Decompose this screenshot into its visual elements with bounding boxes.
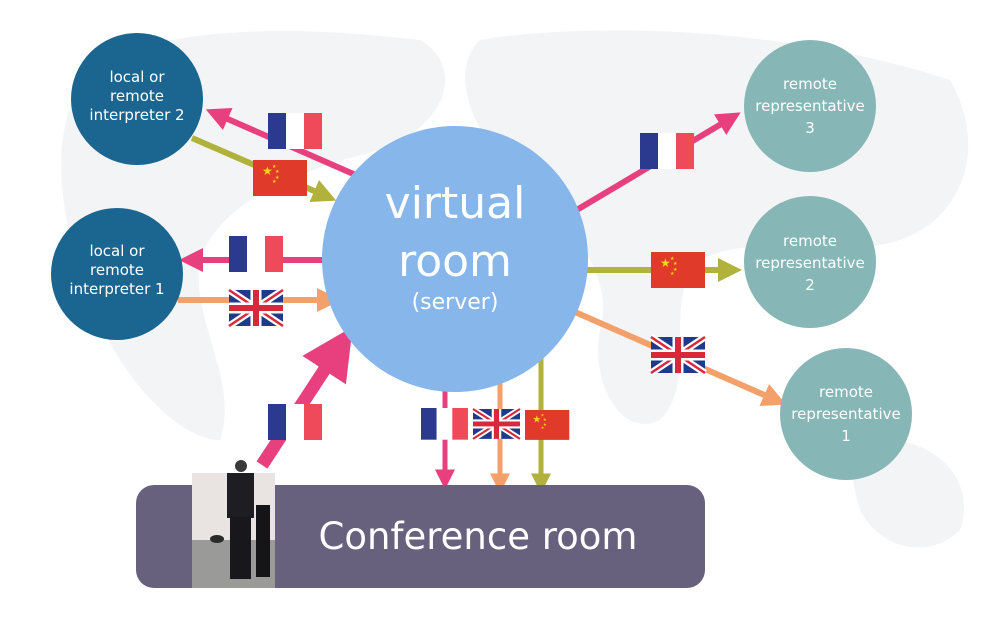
china-flag-icon (525, 410, 570, 440)
china-flag-icon (651, 252, 705, 288)
uk-flag-icon (229, 290, 283, 326)
uk-flag-icon (651, 337, 705, 373)
china-flag-icon (253, 160, 307, 196)
speaker-photo (192, 460, 275, 588)
svg-text:Conference room: Conference room (319, 515, 638, 558)
uk-flag-icon (473, 409, 520, 439)
france-flag-icon (229, 236, 283, 272)
france-flag-icon (421, 408, 468, 440)
france-flag-icon (640, 133, 694, 169)
france-flag-icon (268, 113, 322, 149)
france-flag-icon (268, 404, 322, 440)
node-conference-room: Conference room (136, 485, 705, 588)
